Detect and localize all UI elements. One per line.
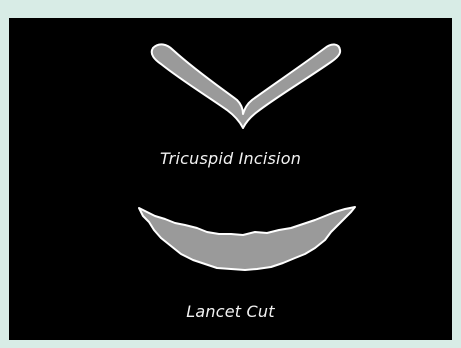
tricuspid-incision-path <box>152 44 340 128</box>
lancet-cut-shape <box>139 207 355 270</box>
tricuspid-incision-shape <box>152 44 340 128</box>
lancet-cut-caption: Lancet Cut <box>9 302 452 321</box>
tricuspid-incision-caption: Tricuspid Incision <box>9 149 452 168</box>
shapes-canvas <box>9 18 452 340</box>
diagram-panel: Tricuspid Incision Lancet Cut <box>9 18 452 340</box>
lancet-cut-path <box>139 207 355 270</box>
